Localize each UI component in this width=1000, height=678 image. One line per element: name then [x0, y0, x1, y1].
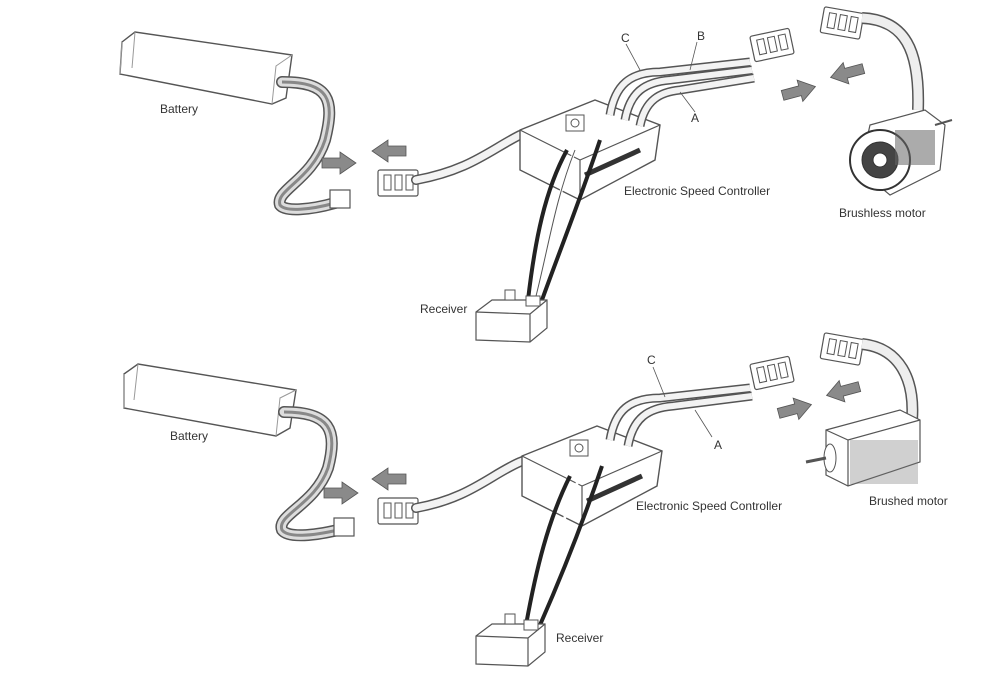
top-motor-arrow-right: [779, 75, 819, 107]
top-motor-arrow-left: [827, 57, 867, 89]
top-motor-wires: [605, 41, 755, 128]
top-battery-label: Battery: [160, 102, 199, 116]
bottom-battery-label: Battery: [170, 429, 209, 443]
top-receiver: [475, 289, 548, 343]
top-connect-arrow-left: [371, 139, 407, 163]
bottom-motor-arrow-left: [823, 375, 863, 407]
top-receiver-label: Receiver: [420, 302, 468, 316]
bottom-motor-wires: [605, 366, 753, 447]
top-battery-lead: [273, 76, 351, 216]
top-wire-a-label: A: [691, 111, 700, 125]
bottom-connect-arrow-right: [323, 481, 359, 505]
bottom-motor-plug: [819, 332, 865, 366]
top-esc-motor-plug: [749, 27, 795, 63]
bottom-wire-c-label: C: [647, 353, 656, 367]
bottom-motor-label: Brushed motor: [869, 494, 948, 508]
bottom-receiver: [475, 613, 546, 667]
bottom-esc-label: Electronic Speed Controller: [636, 499, 783, 513]
top-esc-label: Electronic Speed Controller: [624, 184, 771, 198]
top-battery: [119, 31, 293, 105]
bottom-connect-arrow-left: [371, 467, 407, 491]
bottom-receiver-label: Receiver: [556, 631, 604, 645]
bottom-battery: [123, 363, 297, 437]
bottom-brushed-motor: [805, 409, 921, 487]
top-connect-arrow-right: [321, 151, 357, 175]
top-diagram: [119, 6, 953, 343]
top-wire-c-label: C: [621, 31, 630, 45]
bottom-diagram: [123, 332, 921, 667]
bottom-motor-arrow-right: [775, 393, 815, 425]
top-brushless-motor: [849, 109, 953, 196]
bottom-battery-lead: [275, 406, 355, 542]
bottom-wire-a-label: A: [714, 438, 723, 452]
top-wire-b-label: B: [697, 29, 706, 43]
bottom-esc-motor-plug: [749, 355, 795, 391]
top-motor-label: Brushless motor: [839, 206, 926, 220]
top-motor-plug: [819, 6, 865, 40]
